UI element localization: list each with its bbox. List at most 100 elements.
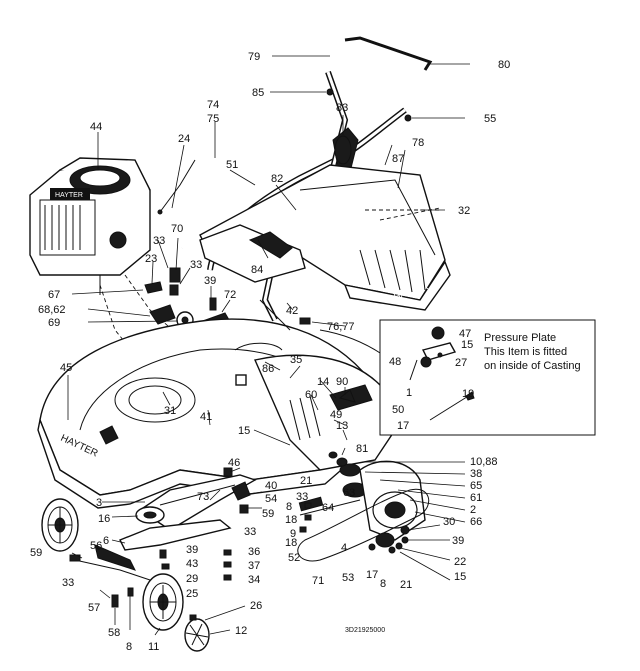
- callout-3: 3: [96, 497, 102, 509]
- callout-41: 41: [200, 411, 212, 423]
- callout-8-wheel: 8: [126, 641, 132, 653]
- callout-58: 58: [108, 627, 120, 639]
- callout-33-throttle: 33: [190, 259, 202, 271]
- callout-90: 90: [336, 376, 348, 388]
- callout-33-bracket: 33: [244, 526, 256, 538]
- inset-title: Pressure Plate: [484, 332, 556, 344]
- callout-13: 13: [336, 420, 348, 432]
- callout-70: 70: [171, 223, 183, 235]
- blade-assembly: [119, 467, 312, 594]
- callout-15-deck: 15: [238, 425, 250, 437]
- inset-line-3: on inside of Casting: [484, 360, 581, 372]
- callout-35: 35: [290, 354, 302, 366]
- callout-17-drive: 17: [366, 569, 378, 581]
- callout-57: 57: [88, 602, 100, 614]
- callout-33-drive: 33: [296, 491, 308, 503]
- callout-15-inset: 15: [461, 339, 473, 351]
- wheel-assembly: [41, 498, 210, 652]
- callout-82: 82: [271, 173, 283, 185]
- callout-8-drive: 8: [286, 501, 292, 513]
- callout-84: 84: [251, 264, 263, 276]
- callout-45: 45: [60, 362, 72, 374]
- callout-47: 47: [459, 328, 471, 340]
- callout-27: 27: [455, 357, 467, 369]
- callout-18-a: 18: [285, 514, 297, 526]
- callout-56: 56: [90, 540, 102, 552]
- callout-16: 16: [98, 513, 110, 525]
- callout-33-engine: 33: [153, 235, 165, 247]
- callout-15-pulley: 15: [454, 571, 466, 583]
- callout-43: 43: [186, 558, 198, 570]
- callout-69: 69: [48, 317, 60, 329]
- callout-61: 61: [470, 492, 482, 504]
- callout-6: 6: [103, 535, 109, 547]
- callout-66: 66: [470, 516, 482, 528]
- callout-30: 30: [443, 516, 455, 528]
- mower-deck: HAYTER: [37, 299, 441, 509]
- callout-53: 53: [342, 572, 354, 584]
- callout-26: 26: [250, 600, 262, 612]
- callout-2: 2: [470, 504, 476, 516]
- callout-42: 42: [286, 305, 298, 317]
- inset-line-2: This Item is fitted: [484, 346, 567, 358]
- callout-39-blade: 39: [186, 544, 198, 556]
- callout-23: 23: [145, 253, 157, 265]
- callout-63: 63: [343, 487, 355, 499]
- callout-24: 24: [178, 133, 190, 145]
- callout-32: 32: [458, 205, 470, 217]
- callout-17-inset: 17: [397, 420, 409, 432]
- callout-87: 87: [392, 153, 404, 165]
- callout-48: 48: [389, 356, 401, 368]
- callout-36: 36: [248, 546, 260, 558]
- callout-1: 1: [406, 387, 412, 399]
- callout-39-lever: 39: [204, 275, 216, 287]
- callout-64: 64: [322, 502, 334, 514]
- callout-86: 86: [262, 363, 274, 375]
- leader-lines: [67, 55, 470, 636]
- callout-46: 46: [228, 457, 240, 469]
- callout-8-pulley: 8: [380, 578, 386, 590]
- callout-9: 9: [290, 528, 296, 540]
- callout-25: 25: [186, 588, 198, 600]
- callout-52: 52: [288, 552, 300, 564]
- callout-31: 31: [164, 405, 176, 417]
- callout-34: 34: [248, 574, 260, 586]
- callout-49: 49: [330, 409, 342, 421]
- callout-67: 67: [48, 289, 60, 301]
- callout-22: 22: [454, 556, 466, 568]
- callout-76-77: 76,77: [327, 321, 355, 333]
- callout-71: 71: [312, 575, 324, 587]
- callout-85: 85: [252, 87, 264, 99]
- callout-21-drive: 21: [300, 475, 312, 487]
- callout-39-drive: 39: [452, 535, 464, 547]
- callout-55: 55: [484, 113, 496, 125]
- callout-40: 40: [265, 480, 277, 492]
- callout-38: 38: [470, 468, 482, 480]
- grass-bag: HAYTER: [199, 164, 451, 311]
- callout-29: 29: [186, 573, 198, 585]
- callout-11: 11: [148, 641, 159, 653]
- callout-33-wheel: 33: [62, 577, 74, 589]
- callout-37: 37: [248, 560, 260, 572]
- callout-50: 50: [392, 404, 404, 416]
- callout-54: 54: [265, 493, 277, 505]
- callout-83: 83: [336, 102, 348, 114]
- callout-10-88: 10,88: [470, 456, 498, 468]
- callout-68-62: 68,62: [38, 304, 66, 316]
- callout-12: 12: [235, 625, 247, 637]
- callout-59-wheel: 59: [30, 547, 42, 559]
- callout-79: 79: [248, 51, 260, 63]
- callout-78: 78: [412, 137, 424, 149]
- drive-assembly: [297, 389, 430, 562]
- callout-19: 19: [462, 388, 474, 400]
- drawing-code: 3D21925000: [345, 627, 385, 634]
- callout-73: 73: [197, 491, 209, 503]
- callout-51: 51: [226, 159, 238, 171]
- callout-4: 4: [341, 542, 347, 554]
- pressure-plate-inset: Pressure Plate This Item is fitted on in…: [379, 319, 596, 436]
- callout-labels: 79 80 85 74 75 83 55 44 24 87 78 51 82 3…: [30, 51, 510, 653]
- callout-65: 65: [470, 480, 482, 492]
- callout-18-b: 18: [285, 537, 297, 549]
- callout-74: 74: [207, 99, 219, 111]
